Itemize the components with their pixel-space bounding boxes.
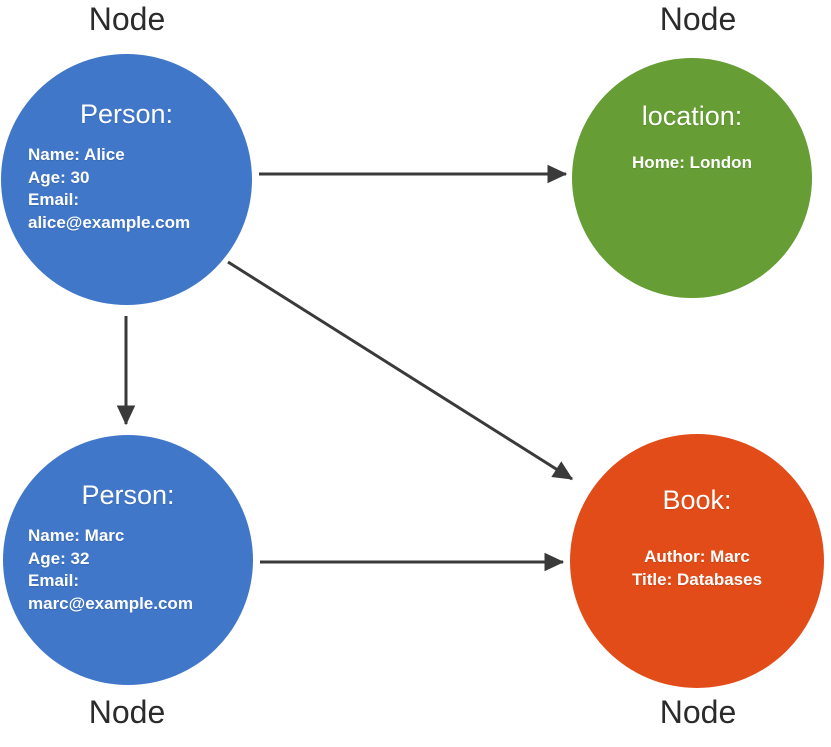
property-name: Name: Alice [28,145,125,165]
node-title: location: [641,101,743,131]
node-label-bottom-right: Node [659,694,737,730]
property-author: Author: Marc [644,547,750,567]
node-label-top-left: Node [88,1,166,37]
node-properties: Name: Marc Age: 32 Email: marc@example.c… [28,525,193,615]
node-person-alice[interactable]: Person: Name: Alice Age: 30 Email: alice… [1,54,252,305]
node-properties: Home: London [632,152,752,174]
node-properties: Name: Alice Age: 30 Email: alice@example… [28,144,190,234]
property-email-label: Email: [28,190,80,210]
node-label-bottom-left: Node [88,694,166,730]
node-title: Person: [81,480,175,510]
node-properties: Author: Marc Title: Databases [632,546,762,591]
property-email-label: Email: [28,571,80,591]
property-age: Age: 32 [28,548,90,568]
node-label-top-right: Node [659,1,737,37]
edge-alice-to-book [227,260,574,481]
node-title: Book: [662,485,732,515]
node-title: Person: [79,99,174,129]
property-age: Age: 30 [28,167,90,187]
property-name: Name: Marc [28,526,125,546]
property-email-value: marc@example.com [28,593,193,613]
node-person-marc[interactable]: Person: Name: Marc Age: 32 Email: marc@e… [3,435,253,685]
node-book[interactable]: Book: Author: Marc Title: Databases [570,434,824,688]
node-location[interactable]: location: Home: London [572,58,812,298]
property-email-value: alice@example.com [28,212,191,232]
property-home: Home: London [632,153,752,173]
property-title: Title: Databases [631,569,763,589]
